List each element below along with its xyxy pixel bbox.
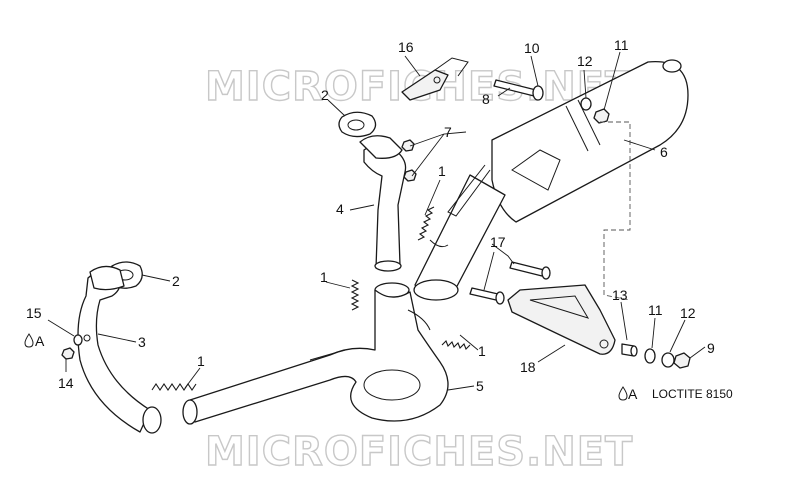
callout-1-right: 1 — [478, 343, 486, 359]
spring-part-1-right — [441, 340, 471, 350]
callout-18: 18 — [520, 359, 536, 375]
washer-part-12-top — [580, 97, 592, 111]
callout-1-left: 1 — [320, 269, 328, 285]
legend-text: LOCTITE 8150 — [652, 387, 733, 401]
bolt-part-8 — [493, 79, 544, 101]
marker-a-left: A — [35, 333, 45, 349]
drop-icon — [24, 333, 34, 348]
callout-10: 10 — [524, 40, 540, 56]
header-pipe-part-4 — [359, 135, 407, 272]
bolts-part-17 — [469, 261, 551, 305]
callout-7: 7 — [444, 124, 452, 140]
callout-12-bottom: 12 — [680, 305, 696, 321]
callout-11-bottom: 11 — [648, 302, 663, 318]
spacer-part-13 — [621, 343, 638, 357]
callout-2-left: 2 — [172, 273, 180, 289]
callout-11-top: 11 — [614, 37, 629, 53]
drop-icon — [618, 386, 628, 401]
callout-13: 13 — [612, 287, 628, 303]
washer-part-12-bottom — [661, 352, 675, 368]
spring-part-1-left — [350, 279, 360, 311]
header-pipe-part-3 — [77, 265, 162, 434]
callout-4: 4 — [336, 201, 344, 217]
silencer-part-6 — [413, 59, 689, 301]
loctite-marker-left: A — [24, 333, 45, 349]
callout-2-top: 2 — [321, 87, 329, 103]
washer-part-15 — [73, 334, 83, 346]
callout-1-mid: 1 — [438, 163, 446, 179]
callout-16: 16 — [398, 39, 414, 55]
callout-6: 6 — [660, 144, 668, 160]
nut-part-14 — [61, 347, 75, 360]
support-bracket-part-18 — [507, 284, 616, 355]
collector-pipe-part-5 — [182, 282, 449, 425]
gasket-part-2-top — [338, 111, 377, 138]
callout-12-top: 12 — [577, 53, 593, 69]
nut-part-9 — [673, 352, 691, 369]
marker-a-legend: A — [628, 386, 638, 402]
loctite-legend: A LOCTITE 8150 — [618, 386, 733, 402]
callout-3: 3 — [138, 334, 146, 350]
nut-part-11-bottom — [644, 348, 656, 364]
bracket-part-16 — [401, 57, 469, 101]
nuts-part-7 — [401, 139, 417, 182]
spring-part-1-bottom — [151, 383, 197, 391]
callout-14: 14 — [58, 375, 74, 391]
leader-lines — [47, 51, 706, 391]
callout-15: 15 — [26, 305, 42, 321]
dashed-guide-line — [600, 121, 631, 301]
callout-5: 5 — [476, 378, 484, 394]
watermark-bottom: MICROFICHES.NET — [205, 429, 633, 475]
callout-1-bottom: 1 — [197, 353, 205, 369]
callout-9: 9 — [707, 340, 715, 356]
callout-17: 17 — [490, 234, 506, 250]
callout-8: 8 — [482, 91, 490, 107]
spring-part-1-mid — [417, 206, 435, 241]
